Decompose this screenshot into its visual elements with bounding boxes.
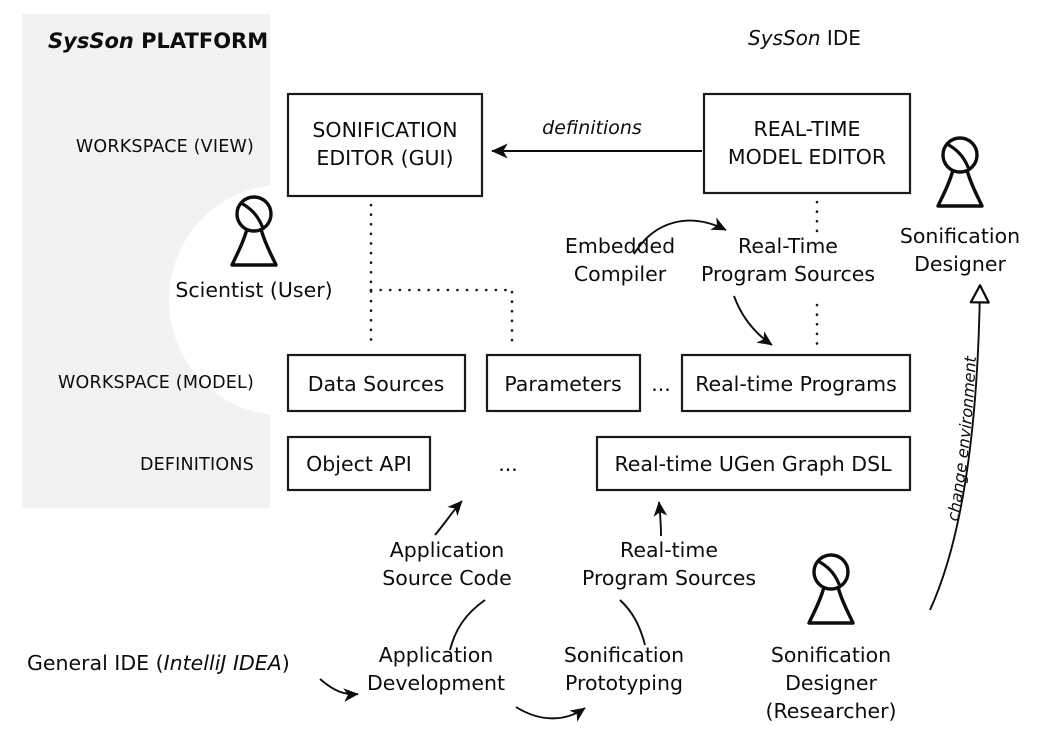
- ide-title: SysSon IDE: [748, 26, 861, 50]
- actor-label-scientist: Scientist (User): [175, 278, 332, 302]
- pawn-icon-scientist: [230, 195, 278, 267]
- node-realtime-model-editor[interactable]: REAL-TIME MODEL EDITOR: [702, 92, 912, 195]
- edge-label-app-source-code-line2: Source Code: [382, 566, 511, 590]
- actor-label-sonification-designer-top-line1: Sonification: [900, 224, 1020, 248]
- row-label-workspace-view: WORKSPACE (VIEW): [76, 137, 254, 157]
- platform-title: SysSon PLATFORM: [48, 29, 268, 53]
- node-data-sources[interactable]: Data Sources: [286, 353, 467, 413]
- actor-label-designer-researcher-line3: (Researcher): [765, 699, 896, 723]
- node-parameters[interactable]: Parameters: [485, 353, 642, 413]
- general-ide-prefix: General IDE (: [27, 651, 164, 675]
- application-source-code-arrow: [434, 500, 463, 536]
- sonification-editor-label-line1: SONIFICATION: [312, 118, 457, 142]
- curve-app-dev-to-source-code: [449, 599, 486, 651]
- actor-sonification-designer-top[interactable]: Sonification Designer: [900, 136, 1020, 276]
- data-sources-label: Data Sources: [308, 372, 445, 396]
- change-environment-textpath: change environment: [943, 355, 980, 523]
- parameters-label: Parameters: [504, 372, 621, 396]
- sonification-editor-label-line2: EDITOR (GUI): [316, 146, 453, 170]
- ide-title-rest: IDE: [821, 26, 861, 50]
- platform-title-rest: PLATFORM: [134, 29, 268, 53]
- model-editor-label-line2: MODEL EDITOR: [728, 145, 886, 169]
- arrow-ide-to-app-development: [319, 678, 359, 702]
- actor-label-designer-researcher-line2: Designer: [785, 671, 877, 695]
- dotted-associations: [369, 200, 819, 350]
- edge-definitions: definitions: [491, 117, 702, 159]
- edge-label-embedded-compiler-line1: Embedded: [565, 234, 675, 258]
- pawn-icon-sonification-designer-researcher: [807, 553, 855, 625]
- arrow-app-development-to-prototyping: [515, 706, 586, 722]
- edge-rt-program-sources-bottom: Real-time Program Sources: [582, 501, 756, 590]
- row-label-workspace-model: WORKSPACE (MODEL): [58, 373, 254, 393]
- general-ide-emph: IntelliJ IDEA: [164, 651, 282, 675]
- rt-sources-to-programs-arrow: [733, 295, 773, 346]
- edge-embedded-compiler: Embedded Compiler: [565, 217, 727, 286]
- platform-panel: [22, 14, 270, 508]
- edge-label-rt-sources-bottom-line2: Program Sources: [582, 566, 756, 590]
- embedded-compiler-arrow: [633, 217, 727, 255]
- edge-label-definitions: definitions: [542, 117, 642, 139]
- actor-scientist[interactable]: Scientist (User): [175, 195, 333, 302]
- actor-label-sonification-designer-top-line2: Designer: [914, 252, 1006, 276]
- object-api-label: Object API: [306, 452, 412, 476]
- edge-label-app-source-code-line1: Application: [390, 538, 505, 562]
- model-editor-label-line1: REAL-TIME: [753, 117, 860, 141]
- edge-application-source-code: Application Source Code: [382, 500, 512, 590]
- ugen-graph-dsl-label: Real-time UGen Graph DSL: [614, 452, 892, 476]
- actor-sonification-designer-researcher[interactable]: Sonification Designer (Researcher): [765, 553, 897, 723]
- edge-label-change-environment: change environment: [943, 355, 980, 523]
- model-row-ellipsis: ...: [651, 372, 671, 396]
- ide-title-emph: SysSon: [748, 26, 821, 50]
- node-ugen-graph-dsl[interactable]: Real-time UGen Graph DSL: [595, 435, 912, 492]
- definitions-row-ellipsis: ...: [498, 452, 518, 476]
- bottom-label-prototyping-line1: Sonification: [564, 643, 684, 667]
- rt-program-sources-bottom-arrow: [653, 501, 668, 537]
- change-environment-arrow: [929, 284, 990, 611]
- edge-label-rt-sources-top-line2: Program Sources: [701, 262, 875, 286]
- actor-label-designer-researcher-line1: Sonification: [771, 643, 891, 667]
- node-realtime-programs[interactable]: Real-time Programs: [680, 353, 912, 413]
- edge-label-rt-sources-bottom-line1: Real-time: [620, 538, 718, 562]
- edge-change-environment: change environment: [929, 284, 990, 611]
- edge-label-rt-sources-top-line1: Real-Time: [738, 234, 838, 258]
- curve-prototyping-to-rt-sources: [619, 599, 646, 646]
- edge-label-embedded-compiler-line2: Compiler: [574, 262, 667, 286]
- node-sonification-editor[interactable]: SONIFICATION EDITOR (GUI): [286, 92, 484, 198]
- general-ide-suffix: ): [282, 651, 290, 675]
- bottom-label-app-development-line2: Development: [367, 671, 505, 695]
- platform-title-emph: SysSon: [48, 29, 134, 53]
- general-ide-label: General IDE (IntelliJ IDEA): [27, 651, 290, 675]
- bottom-label-app-development-line1: Application: [379, 643, 494, 667]
- bottom-label-prototyping-line2: Prototyping: [565, 671, 683, 695]
- node-object-api[interactable]: Object API: [286, 435, 432, 492]
- edge-rt-program-sources-top: Real-Time Program Sources: [701, 234, 875, 346]
- realtime-programs-label: Real-time Programs: [695, 372, 897, 396]
- pawn-icon-sonification-designer-top: [936, 136, 984, 208]
- row-label-definitions: DEFINITIONS: [140, 455, 254, 475]
